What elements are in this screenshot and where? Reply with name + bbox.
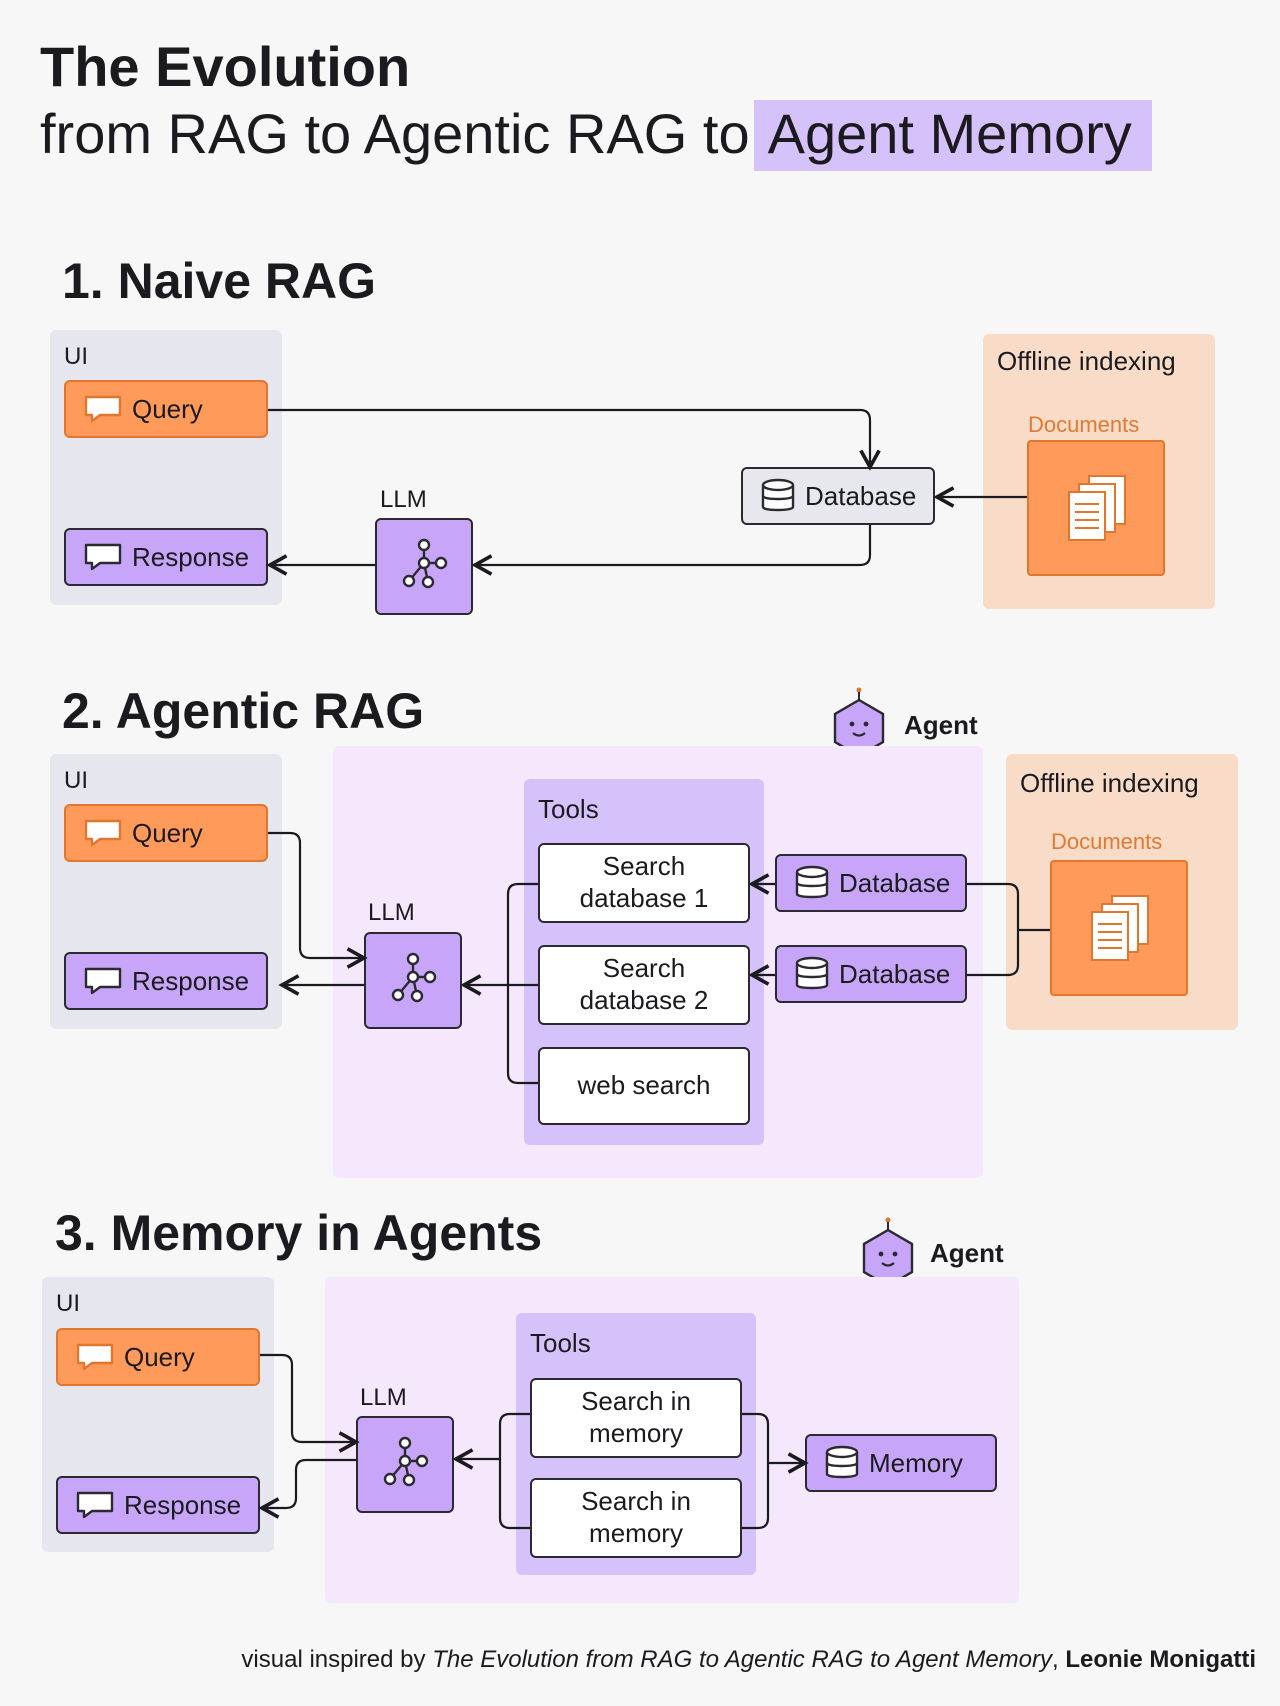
section-2-tool-web-search[interactable]: web search (538, 1047, 750, 1125)
section-2-title: 2. Agentic RAG (62, 683, 425, 739)
section-1-documents-box (1027, 440, 1165, 576)
footer-author: Leonie Monigatti (1065, 1646, 1256, 1673)
page-title: The Evolution (40, 35, 411, 98)
section-1-llm-label: LLM (380, 486, 427, 513)
tool-label: Search database 1 (579, 851, 709, 913)
section-1-response-button[interactable]: Response (64, 528, 268, 586)
footer-prefix: visual inspired by (241, 1646, 433, 1673)
section-2-ui-label: UI (64, 767, 88, 794)
documents-icon (1090, 894, 1152, 969)
tool-label: web search (577, 1070, 711, 1101)
database-icon (795, 865, 829, 901)
section-1-database[interactable]: Database (741, 467, 935, 525)
section-1-offline-title: Offline indexing (997, 346, 1176, 376)
footer-italic: The Evolution from RAG to Agentic RAG to… (432, 1646, 1052, 1673)
tool-label: Search in memory (581, 1486, 691, 1548)
chat-bubble-icon (84, 967, 122, 995)
section-3-tool-search-memory-1[interactable]: Search in memory (530, 1378, 742, 1458)
section-1-documents-label: Documents (1028, 412, 1140, 437)
agent-robot-icon (859, 1216, 915, 1293)
footer-sep: , (1052, 1646, 1066, 1673)
query-label: Query (124, 1341, 195, 1372)
database-icon (825, 1445, 859, 1481)
section-3-tool-search-memory-2[interactable]: Search in memory (530, 1478, 742, 1558)
section-2-database-1[interactable]: Database (775, 854, 967, 912)
section-3-llm-box (356, 1416, 454, 1513)
network-icon (388, 951, 438, 1010)
section-2-documents-box (1050, 860, 1188, 996)
memory-label: Memory (869, 1447, 963, 1478)
response-label: Response (124, 1489, 242, 1520)
section-1-title: 1. Naive RAG (62, 253, 377, 309)
tool-label: Search in memory (581, 1386, 691, 1448)
section-2-tools-label: Tools (538, 794, 599, 824)
subtitle-prefix: from RAG to Agentic RAG to (40, 102, 750, 165)
section-2-documents-label: Documents (1051, 829, 1163, 854)
section-2-offline-title: Offline indexing (1020, 768, 1199, 798)
section-3-memory[interactable]: Memory (805, 1434, 997, 1492)
section-3-llm-label: LLM (360, 1384, 407, 1411)
footer-credit: visual inspired by The Evolution from RA… (241, 1646, 1256, 1674)
section-2-tool-search-db-1[interactable]: Search database 1 (538, 843, 750, 923)
section-2-database-2[interactable]: Database (775, 945, 967, 1003)
section-3-response-button[interactable]: Response (56, 1476, 260, 1534)
section-2-agent-label: Agent (904, 710, 978, 740)
section-1-ui-label: UI (64, 343, 88, 370)
chat-bubble-icon (84, 819, 122, 847)
query-label: Query (132, 817, 203, 848)
section-1-query-button[interactable]: Query (64, 380, 268, 438)
section-2-query-button[interactable]: Query (64, 804, 268, 862)
chat-bubble-icon (84, 543, 122, 571)
section-2-llm-box (364, 932, 462, 1029)
response-label: Response (132, 541, 250, 572)
tool-label: Search database 2 (579, 953, 709, 1015)
section-3-title: 3. Memory in Agents (55, 1205, 543, 1261)
database-label: Database (805, 480, 917, 511)
section-2-llm-label: LLM (368, 899, 415, 926)
response-label: Response (132, 965, 250, 996)
section-2-tool-search-db-2[interactable]: Search database 2 (538, 945, 750, 1025)
subtitle-highlight: Agent Memory (753, 100, 1152, 171)
chat-bubble-icon (76, 1491, 114, 1519)
database-label: Database (839, 867, 951, 898)
network-icon (399, 537, 449, 596)
section-3-ui-label: UI (56, 1290, 80, 1317)
section-1-llm-box (375, 518, 473, 615)
wire-database-to-llm (475, 525, 872, 565)
chat-bubble-icon (84, 395, 122, 423)
chat-bubble-icon (76, 1343, 114, 1371)
database-icon (795, 956, 829, 992)
section-3-agent-label: Agent (930, 1238, 1004, 1268)
wire-query-to-database (268, 408, 870, 467)
section-2-response-button[interactable]: Response (64, 952, 268, 1010)
database-label: Database (839, 958, 951, 989)
database-icon (761, 478, 795, 514)
network-icon (380, 1435, 430, 1494)
section-3-tools-label: Tools (530, 1328, 591, 1358)
query-label: Query (132, 393, 203, 424)
section-3-query-button[interactable]: Query (56, 1328, 260, 1386)
documents-icon (1067, 474, 1129, 549)
